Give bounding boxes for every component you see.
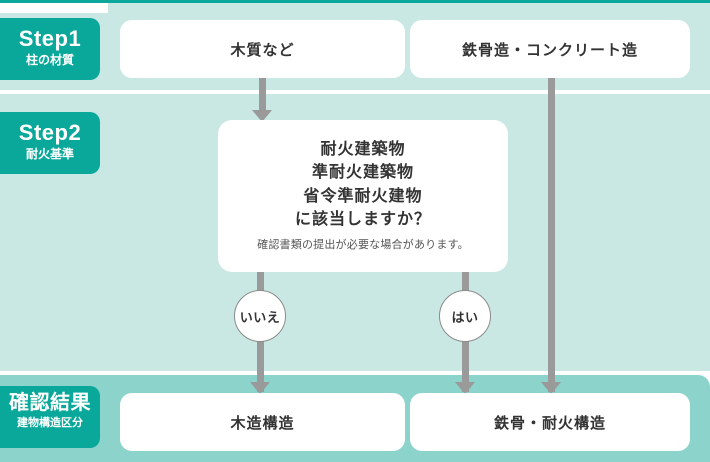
connector-wood-to-decision — [259, 78, 266, 114]
band-notch — [0, 3, 108, 13]
step-badge-step2: Step2 耐火基準 — [0, 112, 100, 174]
top-rule — [0, 0, 710, 3]
step2-title: Step2 — [18, 120, 82, 145]
arrowhead-yes-to-result — [455, 382, 475, 394]
node-result-wooden[interactable]: 木造構造 — [120, 393, 405, 451]
decision-line-1: 耐火建築物 — [320, 141, 406, 159]
result-title: 確認結果 — [9, 392, 91, 414]
node-result-steel-fireproof[interactable]: 鉄骨・耐火構造 — [410, 393, 690, 451]
node-result-steel-fireproof-label: 鉄骨・耐火構造 — [493, 414, 606, 432]
step2-subtitle: 耐火基準 — [25, 147, 74, 162]
node-result-wooden-label: 木造構造 — [230, 414, 295, 432]
arrowhead-wood-to-decision — [252, 110, 272, 122]
choice-yes[interactable]: はい — [439, 290, 491, 342]
node-wood[interactable]: 木質など — [120, 20, 405, 78]
node-steel-concrete-label: 鉄骨造・コンクリート造 — [461, 41, 638, 59]
decision-text: 耐火建築物 準耐火建築物 省令準耐火建物 に該当しますか？ 確認書類の提出が必要… — [257, 138, 469, 254]
step1-title: Step1 — [18, 26, 82, 51]
step1-subtitle: 柱の材質 — [25, 53, 74, 68]
decision-line-2: 準耐火建築物 — [311, 164, 414, 182]
node-decision[interactable]: 耐火建築物 準耐火建築物 省令準耐火建物 に該当しますか？ 確認書類の提出が必要… — [218, 120, 508, 272]
decision-line-4: に該当しますか？ — [294, 210, 431, 228]
result-subtitle: 建物構造区分 — [17, 417, 83, 429]
choice-no-label: いいえ — [239, 309, 281, 325]
step-badge-result: 確認結果 建物構造区分 — [0, 386, 100, 448]
choice-no[interactable]: いいえ — [234, 290, 286, 342]
arrowhead-no-to-result — [250, 382, 270, 394]
node-wood-label: 木質など — [230, 41, 295, 59]
arrowhead-steel-to-result — [541, 382, 561, 394]
connector-steel-to-result — [548, 78, 555, 392]
choice-yes-label: はい — [451, 309, 479, 325]
step-badge-step1: Step1 柱の材質 — [0, 18, 100, 80]
node-steel-concrete[interactable]: 鉄骨造・コンクリート造 — [410, 20, 690, 78]
decision-line-3: 省令準耐火建物 — [303, 187, 423, 205]
decision-note: 確認書類の提出が必要な場合があります。 — [257, 238, 469, 251]
